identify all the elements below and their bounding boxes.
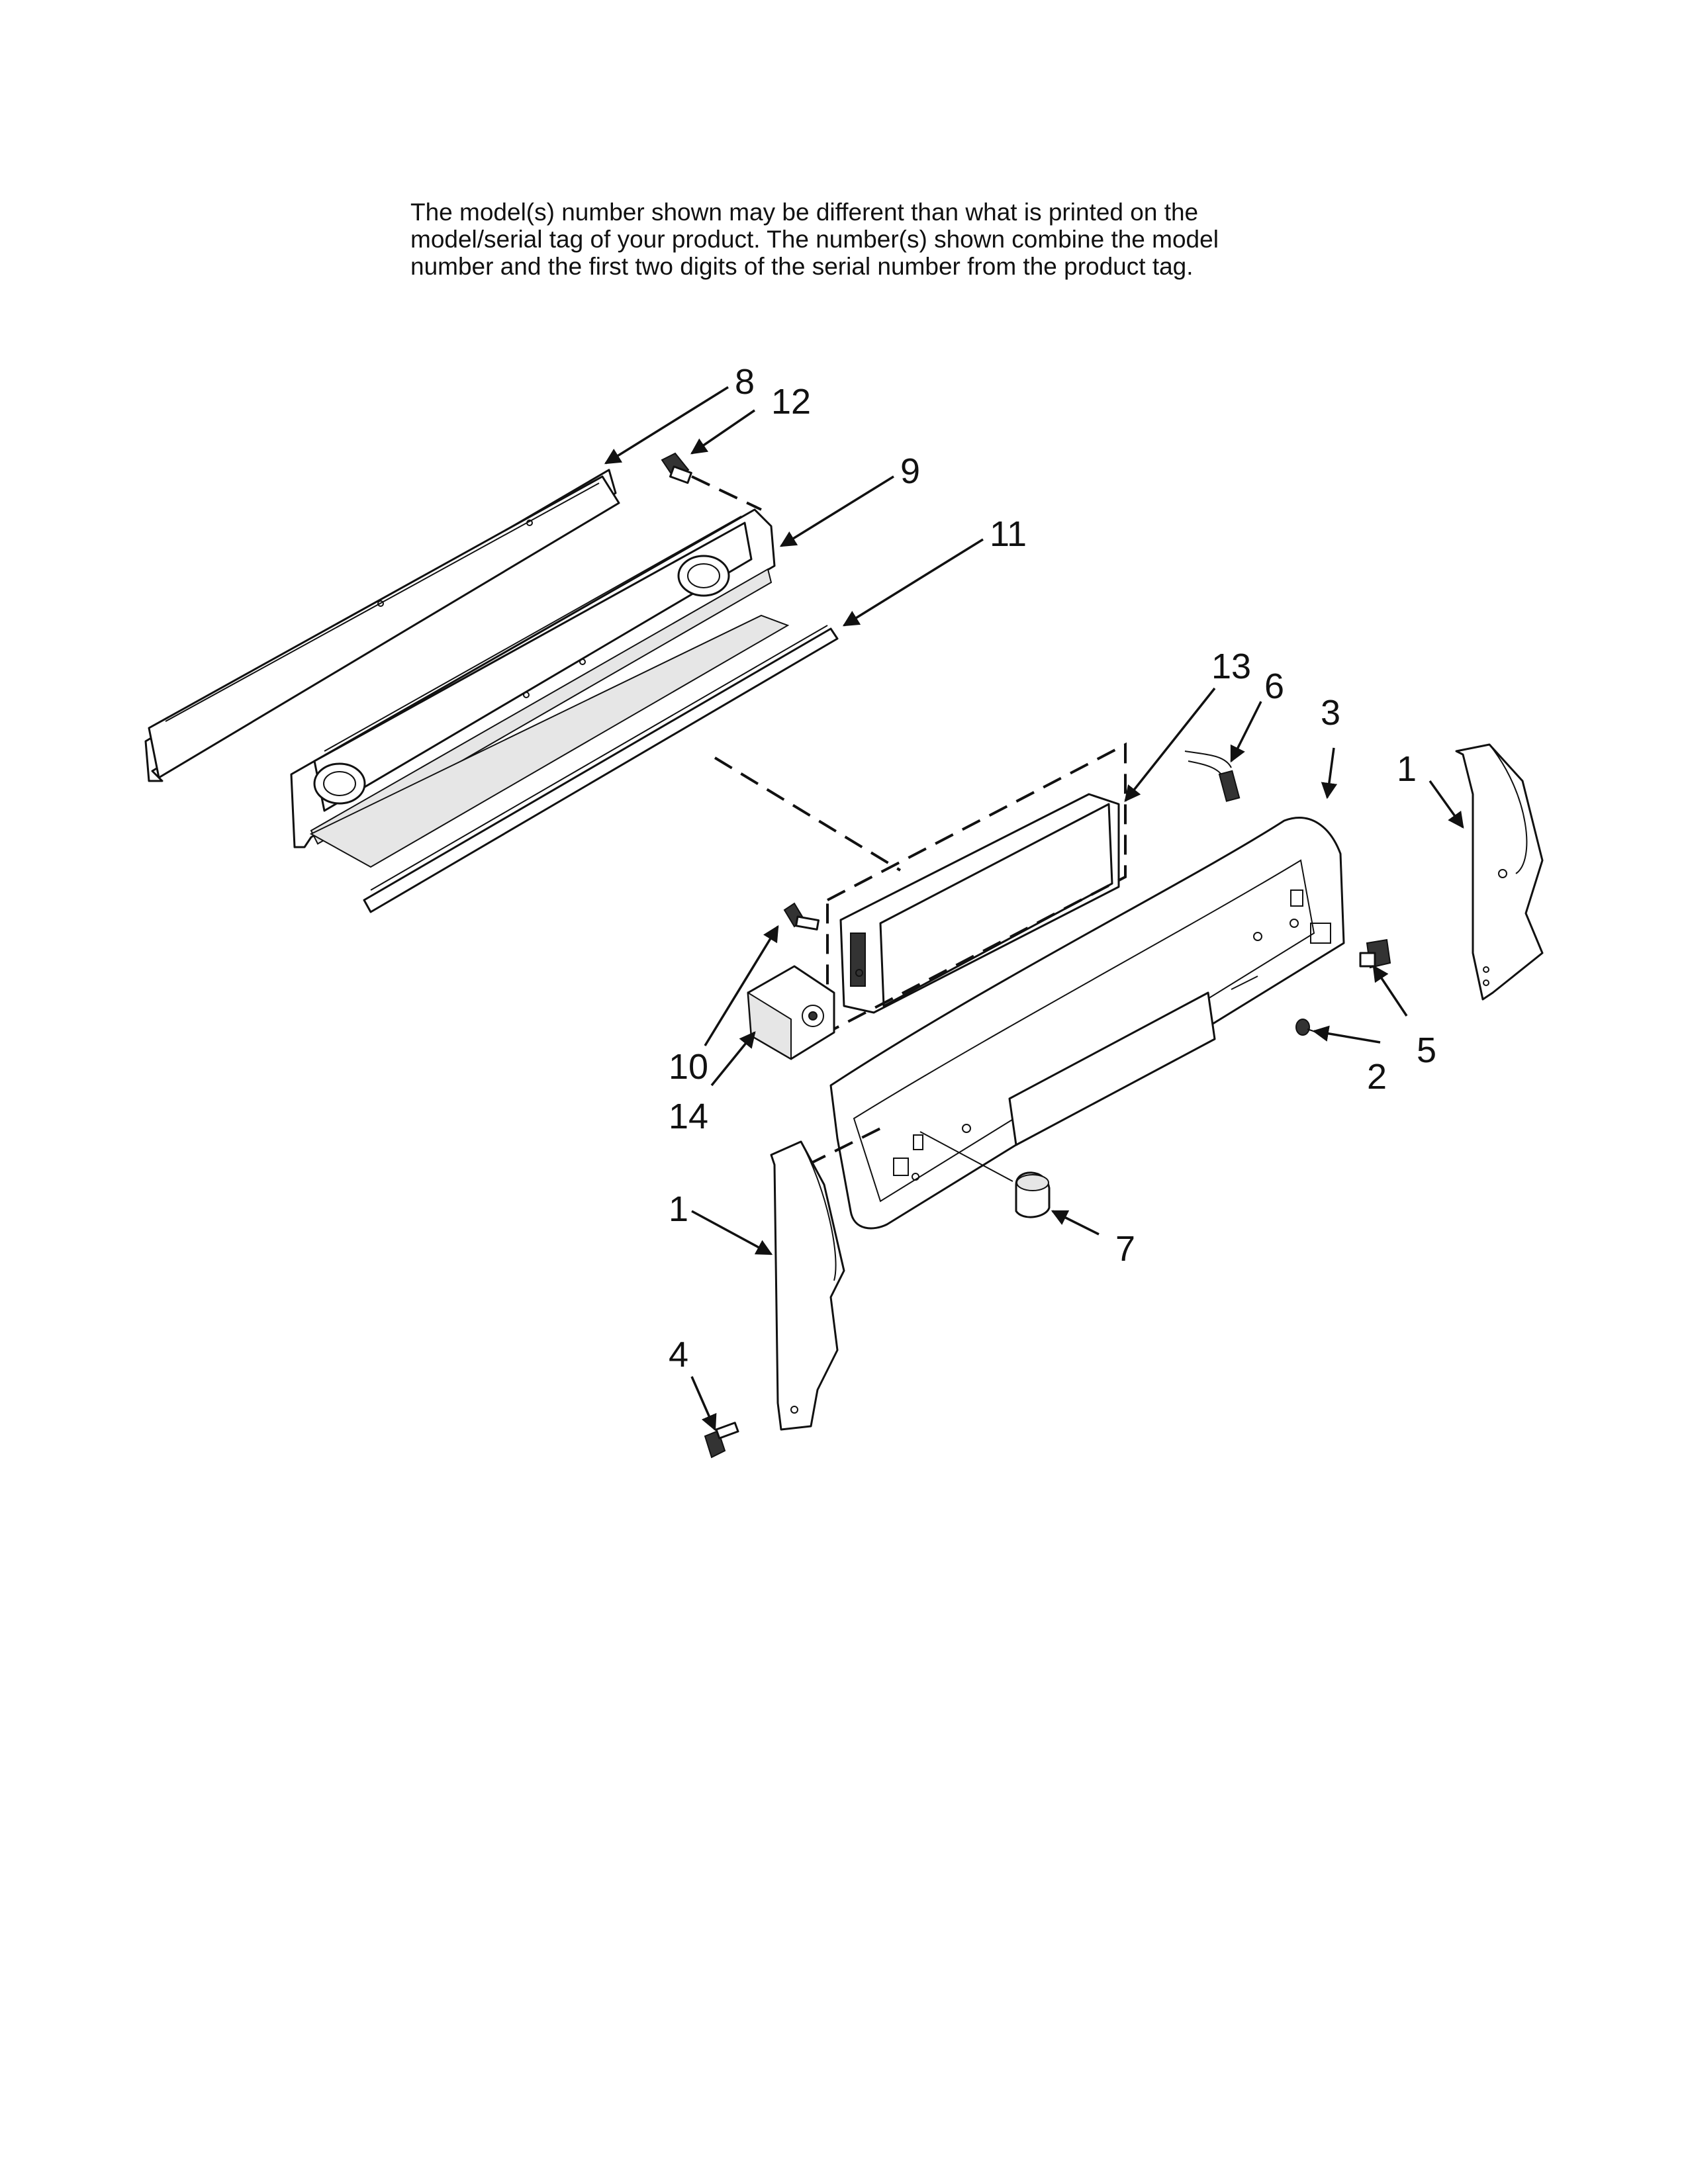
callout-3: 3 (1321, 693, 1340, 733)
note-line-1: The model(s) number shown may be differe… (410, 199, 1199, 226)
part-9-console-housing (290, 508, 776, 848)
callout-7: 7 (1115, 1229, 1135, 1269)
leader-1-left (691, 1210, 773, 1255)
callout-9: 9 (900, 451, 920, 491)
part-6-wire-harness (1184, 751, 1241, 802)
screw-12-dashed-guide (691, 475, 762, 511)
control-board-dashed-guide (714, 756, 902, 872)
part-7-knob (1015, 1171, 1051, 1218)
part-13-control-board (839, 793, 1120, 1014)
callout-11: 11 (990, 514, 1027, 554)
knob-shaft-line (919, 1131, 1013, 1182)
callout-6: 6 (1264, 666, 1284, 706)
part-4-screw (704, 1422, 739, 1459)
leader-11 (842, 538, 984, 627)
part-5-button (1359, 938, 1391, 969)
part-12-screw (661, 452, 692, 484)
part-8-rear-panel (144, 469, 620, 782)
callout-1-left: 1 (669, 1189, 688, 1229)
part-10-screw (783, 902, 820, 931)
callout-8: 8 (735, 362, 755, 402)
callout-14: 14 (669, 1097, 708, 1136)
part-3-control-panel (829, 817, 1345, 1230)
panel-dashed-guide (807, 1127, 881, 1166)
callout-labels: 8 12 9 11 13 6 3 1 10 14 2 5 1 7 4 (669, 362, 1436, 1375)
leader-14 (710, 1031, 756, 1087)
callout-5: 5 (1417, 1030, 1436, 1070)
callout-13: 13 (1211, 647, 1251, 686)
leader-lines (604, 386, 1464, 1432)
part-1-right-end-cap (1455, 743, 1544, 1001)
part-2-screw (1295, 1019, 1318, 1036)
leader-4 (690, 1376, 717, 1432)
leader-2 (1312, 1025, 1381, 1044)
leader-3 (1321, 747, 1338, 799)
leader-9 (779, 475, 894, 547)
callout-2: 2 (1367, 1057, 1387, 1097)
leader-10 (704, 925, 779, 1046)
part-1-left-end-cap (770, 1140, 845, 1431)
leader-8 (604, 386, 729, 465)
leader-5 (1372, 964, 1408, 1017)
disclaimer-note: The model(s) number shown may be differe… (410, 199, 1337, 280)
callout-4: 4 (669, 1335, 688, 1375)
note-line-2: model/serial tag of your product. The nu… (410, 226, 1219, 253)
part-14-switch (747, 965, 835, 1060)
leader-13 (1124, 687, 1216, 802)
callout-1-right: 1 (1397, 749, 1417, 789)
leader-7 (1051, 1210, 1100, 1236)
note-line-3: number and the first two digits of the s… (410, 253, 1194, 280)
leader-1-right (1429, 780, 1464, 829)
leader-6 (1230, 701, 1262, 763)
callout-10: 10 (669, 1047, 708, 1087)
leader-12 (690, 409, 755, 455)
control-board-dashed-outline (826, 742, 1127, 1035)
part-11-rail (309, 614, 839, 913)
callout-12: 12 (771, 382, 811, 422)
